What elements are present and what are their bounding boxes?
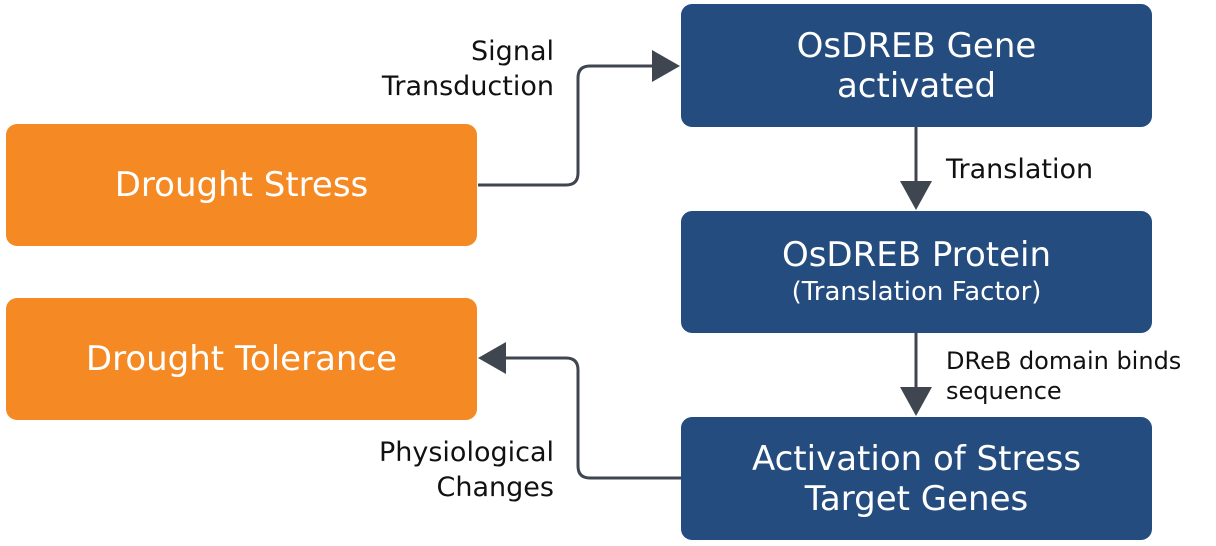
arrowhead-signal-transduction — [652, 50, 680, 82]
arrowhead-physiological-changes — [478, 342, 506, 374]
node-gene-activated: OsDREB Gene activated — [681, 4, 1152, 127]
edge-label-signal-transduction-line1: Signal — [471, 36, 554, 67]
edge-label-signal-transduction-line2: Transduction — [381, 71, 554, 102]
node-target-genes-line2: Target Genes — [804, 478, 1029, 519]
node-drought-stress-label: Drought Stress — [114, 165, 369, 205]
node-target-genes: Activation of Stress Target Genes — [681, 417, 1152, 540]
edge-label-domain-binds-line2: sequence — [946, 377, 1062, 405]
edge-label-physiological-changes: Physiological Changes — [379, 435, 554, 505]
node-drought-stress: Drought Stress — [6, 124, 477, 246]
node-drought-tolerance-label: Drought Tolerance — [85, 339, 398, 379]
node-target-genes-line1: Activation of Stress — [751, 438, 1082, 479]
edge-label-signal-transduction: Signal Transduction — [382, 34, 554, 104]
arrow-physiological-changes — [506, 356, 681, 480]
edge-label-translation: Translation — [946, 152, 1093, 187]
node-protein: OsDREB Protein (Translation Factor) — [681, 211, 1152, 333]
edge-label-domain-binds-line1: DReB domain binds — [946, 347, 1182, 375]
node-protein-line1: OsDREB Protein — [781, 235, 1052, 275]
edge-label-physiological-changes-line1: Physiological — [378, 437, 554, 468]
node-protein-line2: (Translation Factor) — [791, 277, 1042, 307]
arrowhead-domain-binds — [900, 387, 932, 416]
edge-label-physiological-changes-line2: Changes — [436, 472, 554, 503]
edge-label-translation-text: Translation — [946, 154, 1094, 185]
node-drought-tolerance: Drought Tolerance — [6, 298, 477, 420]
arrowhead-translation — [900, 181, 932, 210]
edge-label-domain-binds: DReB domain binds sequence — [946, 346, 1181, 406]
arrow-signal-transduction — [478, 64, 652, 187]
node-gene-activated-line2: activated — [836, 65, 997, 106]
node-gene-activated-line1: OsDREB Gene — [796, 25, 1037, 66]
